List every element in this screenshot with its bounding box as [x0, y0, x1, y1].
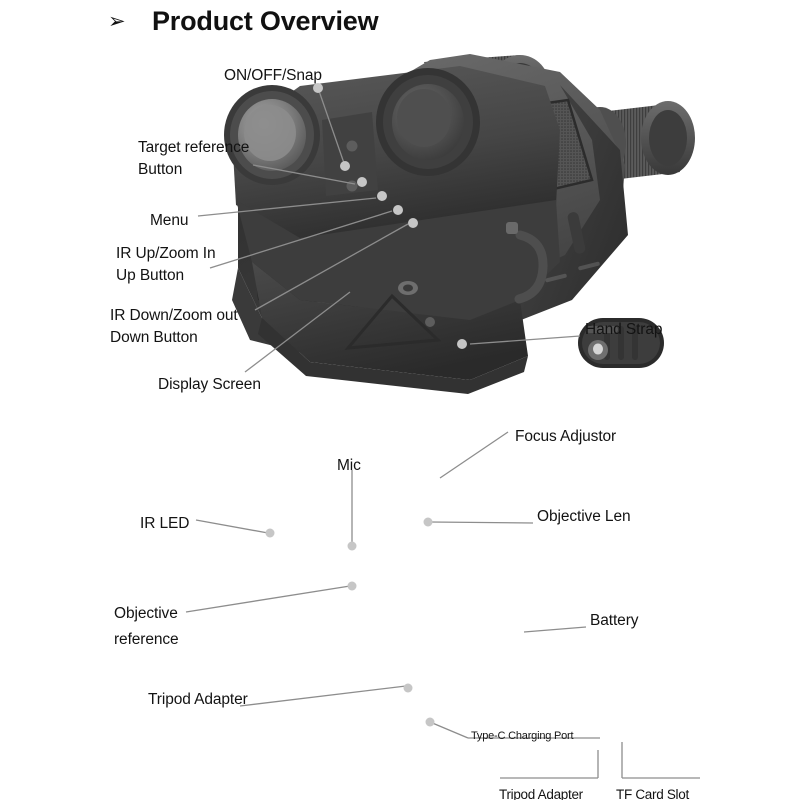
leader-type-c-from-body	[429, 721, 469, 739]
page-title: Product Overview	[152, 6, 379, 36]
dot-objective-len	[423, 517, 433, 527]
label-tripod-adapter: Tripod Adapter	[148, 691, 248, 708]
dot-tripod-adapter	[403, 683, 413, 693]
label-battery: Battery	[590, 612, 639, 629]
tripod-socket	[398, 281, 418, 295]
label-tripod-adapter-inset: Tripod Adapter	[499, 787, 583, 800]
leader-tripod-adapter	[239, 685, 407, 707]
arrow-bullet-icon: ➢	[108, 9, 126, 33]
label-mic: Mic	[337, 457, 361, 474]
label-objective-reference-2: reference	[114, 631, 179, 648]
dot-ir-led	[265, 528, 275, 538]
battery-strap-loop	[506, 222, 548, 304]
dot-type-c-port	[425, 717, 435, 727]
leader-objective-reference	[185, 585, 351, 613]
objective-lens-assembly	[376, 68, 480, 176]
ir-led-assembly	[224, 85, 320, 185]
label-hand-strap: Hand Strap	[585, 321, 663, 338]
label-on-off-snap: ON/OFF/Snap	[224, 67, 322, 84]
label-menu: Menu	[150, 212, 189, 229]
bottom-face-inset-art	[578, 318, 664, 368]
dot-mic	[347, 541, 357, 551]
type-c-port	[425, 317, 435, 327]
label-target-reference: Target reference	[138, 139, 250, 156]
mic-hole	[346, 140, 358, 152]
bottom-plate	[258, 318, 528, 394]
device-right-side	[470, 85, 628, 340]
label-objective-len: Objective Len	[537, 508, 631, 525]
leader-objective-len	[429, 521, 534, 524]
body-emboss	[344, 293, 442, 350]
leader-battery	[523, 626, 587, 633]
label-tf-card-slot: TF Card Slot	[616, 787, 689, 800]
label-target-reference-button: Button	[138, 161, 183, 178]
label-objective-reference: Objective	[114, 605, 178, 622]
page-heading: ➢ Product Overview	[108, 6, 379, 37]
label-up-button: Up Button	[116, 267, 185, 284]
label-ir-down-zoom-out: IR Down/Zoom out	[110, 307, 238, 324]
label-down-button: Down Button	[110, 329, 198, 346]
label-ir-up-zoom-in: IR Up/Zoom In	[116, 245, 216, 262]
label-focus-adjustor: Focus Adjustor	[515, 428, 617, 445]
label-display-screen: Display Screen	[158, 376, 261, 393]
label-type-c-charging-port: Type-C Charging Port	[471, 730, 574, 742]
leader-ir-led	[195, 519, 269, 534]
leader-focus-adjustor	[439, 431, 509, 479]
dot-objective-reference	[347, 581, 357, 591]
objective-reference-hole	[346, 180, 358, 192]
label-ir-led: IR LED	[140, 515, 190, 532]
